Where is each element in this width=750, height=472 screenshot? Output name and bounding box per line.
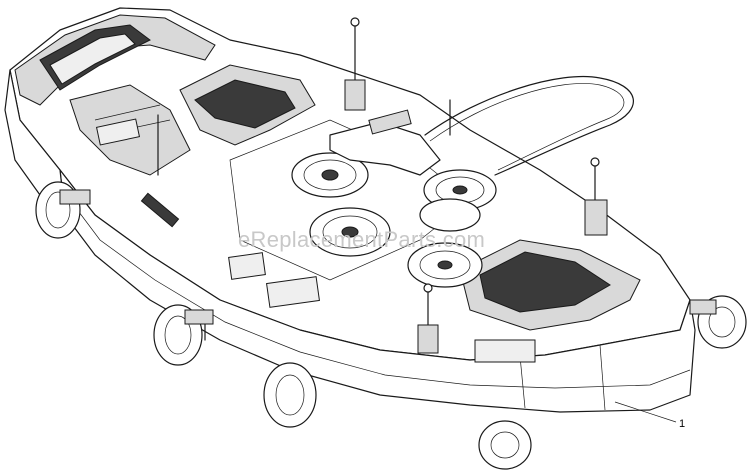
caster-wheel-icon — [35, 181, 747, 470]
pulley-icon — [291, 152, 497, 288]
callout-label-1: 1 — [679, 418, 685, 430]
drive-belt-icon — [424, 75, 634, 176]
watermark-text: eReplacementParts.com — [238, 227, 485, 252]
